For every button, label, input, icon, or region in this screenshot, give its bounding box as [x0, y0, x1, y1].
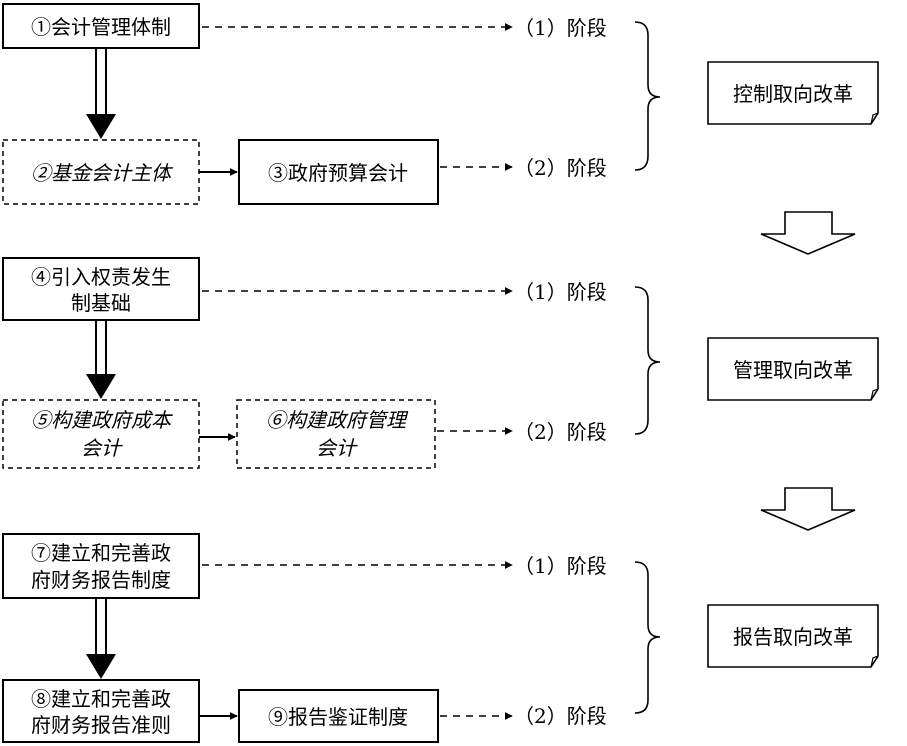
box-4-label-line1: ④引入权责发生 — [31, 265, 171, 289]
brace-2 — [634, 286, 661, 435]
box-financial-reporting-system — [2, 533, 200, 599]
box-government-budget-accounting — [238, 139, 439, 205]
stage-1-label-c: （1）阶段 — [514, 554, 607, 578]
box-6-label-line2: 会计 — [316, 436, 358, 460]
box-5-label-line1: ⑤构建政府成本 — [31, 408, 173, 432]
box-accounting-management-system — [2, 3, 200, 49]
transition-arrow-2 — [760, 487, 856, 531]
box-report-assurance-system — [238, 689, 439, 743]
box-8-label-line2: 府财务报告准则 — [31, 713, 171, 737]
stage-2-label-b: （2）阶段 — [514, 420, 607, 444]
stage-1-label-b: （1）阶段 — [514, 280, 607, 304]
reform-1-label: 控制取向改革 — [733, 82, 853, 106]
stage-2-label-a: （2）阶段 — [514, 156, 607, 180]
box-government-cost-accounting — [2, 399, 200, 469]
stage-2-label-c: （2）阶段 — [514, 704, 607, 728]
box-introduce-accrual-basis — [2, 257, 200, 321]
transition-arrow-1 — [760, 211, 856, 255]
stage-1-label-a: （1）阶段 — [514, 16, 607, 40]
brace-1 — [634, 21, 661, 171]
box-5-label-line2: 会计 — [81, 436, 123, 460]
box-fund-accounting-entity — [2, 139, 200, 205]
reform-note-1 — [707, 61, 879, 125]
reform-2-label: 管理取向改革 — [733, 358, 853, 382]
down-arrow-2 — [86, 320, 116, 399]
box-3-label: ③政府预算会计 — [268, 161, 408, 185]
reform-note-2 — [707, 337, 879, 401]
reform-3-label: 报告取向改革 — [733, 625, 853, 649]
box-8-label-line1: ⑧建立和完善政 — [31, 687, 171, 711]
box-financial-reporting-standards — [2, 679, 200, 743]
box-government-management-accounting — [236, 399, 436, 469]
box-7-label-line2: 府财务报告制度 — [31, 568, 171, 592]
box-2-label: ②基金会计主体 — [31, 161, 174, 185]
brace-3 — [634, 561, 661, 714]
down-arrow-3 — [86, 598, 116, 679]
box-7-label-line1: ⑦建立和完善政 — [31, 541, 171, 565]
down-arrow-1 — [86, 48, 116, 139]
box-1-label: ①会计管理体制 — [31, 15, 171, 39]
box-4-label-line2: 制基础 — [71, 291, 131, 315]
box-6-label-line1: ⑥构建政府管理 — [266, 408, 409, 432]
box-9-label: ⑨报告鉴证制度 — [268, 705, 408, 729]
reform-note-3 — [707, 604, 879, 668]
